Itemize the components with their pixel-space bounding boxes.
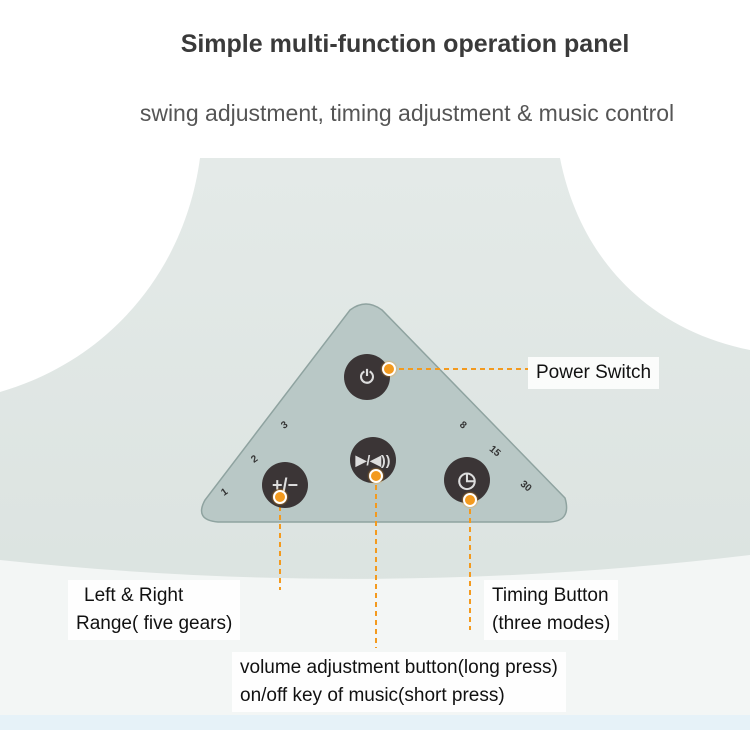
timer-marker [463,493,477,507]
power-button[interactable]: ⏻ [344,354,390,400]
play-volume-icon: ▶/◀)) [355,451,391,468]
clock-icon: ◷ [457,467,477,492]
page-subtitle: swing adjustment, timing adjustment & mu… [139,100,675,126]
power-marker [382,362,396,376]
music-marker [369,469,383,483]
timer-label: Timing Button(three modes) [484,580,619,640]
power-label: Power Switch [528,357,660,389]
volume-label: volume adjustment button(long press)on/o… [232,652,566,712]
swing-marker [273,490,287,504]
power-icon: ⏻ [359,366,375,387]
page-title: Simple multi-function operation panel [180,30,630,58]
